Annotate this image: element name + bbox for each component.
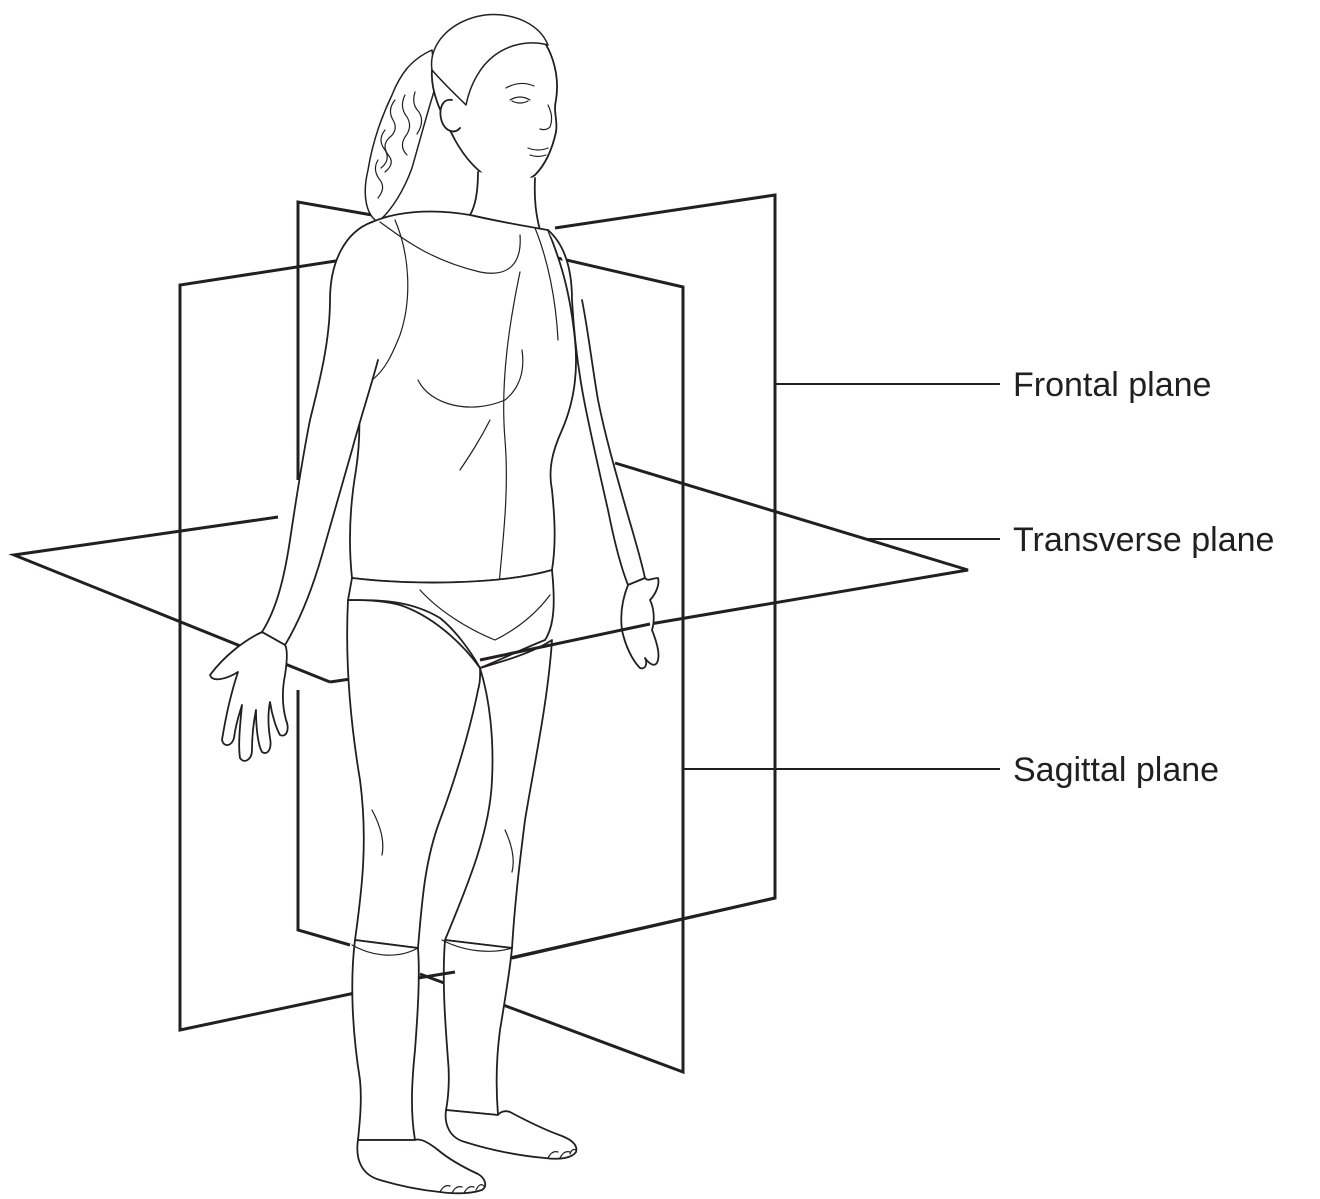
human-figure [210, 15, 659, 1194]
sagittal-plane-label: Sagittal plane [1013, 751, 1219, 789]
frontal-plane-bottom-edge [512, 898, 775, 958]
ponytail [365, 50, 436, 222]
right-hand [621, 578, 658, 668]
frontal-plane-label: Frontal plane [1013, 366, 1211, 404]
left-shin [352, 940, 419, 1140]
left-leg [347, 600, 480, 948]
frontal-plane-bottom-left [298, 690, 350, 945]
left-foot [357, 1139, 485, 1193]
transverse-plane-label: Transverse plane [1013, 521, 1274, 559]
transverse-plane-right [615, 463, 968, 624]
left-hand [210, 632, 288, 761]
right-shin [444, 940, 512, 1115]
